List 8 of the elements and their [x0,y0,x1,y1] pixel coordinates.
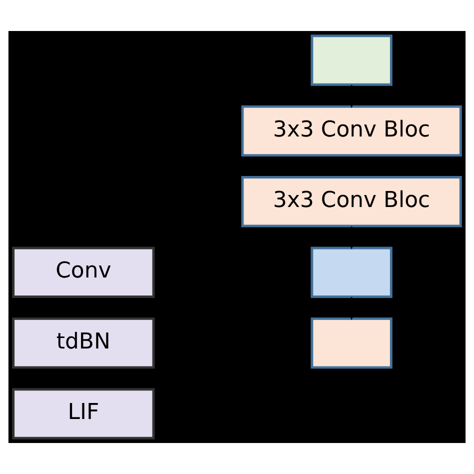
node-box: 3x3 Conv Bloc [241,105,462,157]
node-box [310,317,392,369]
node-box [310,246,392,298]
node-box: tdBN [12,317,155,369]
node-box: LIF [12,388,155,440]
node-box: Conv [12,246,155,298]
node-box: 3x3 Conv Bloc [241,176,462,228]
node-box [310,34,392,86]
